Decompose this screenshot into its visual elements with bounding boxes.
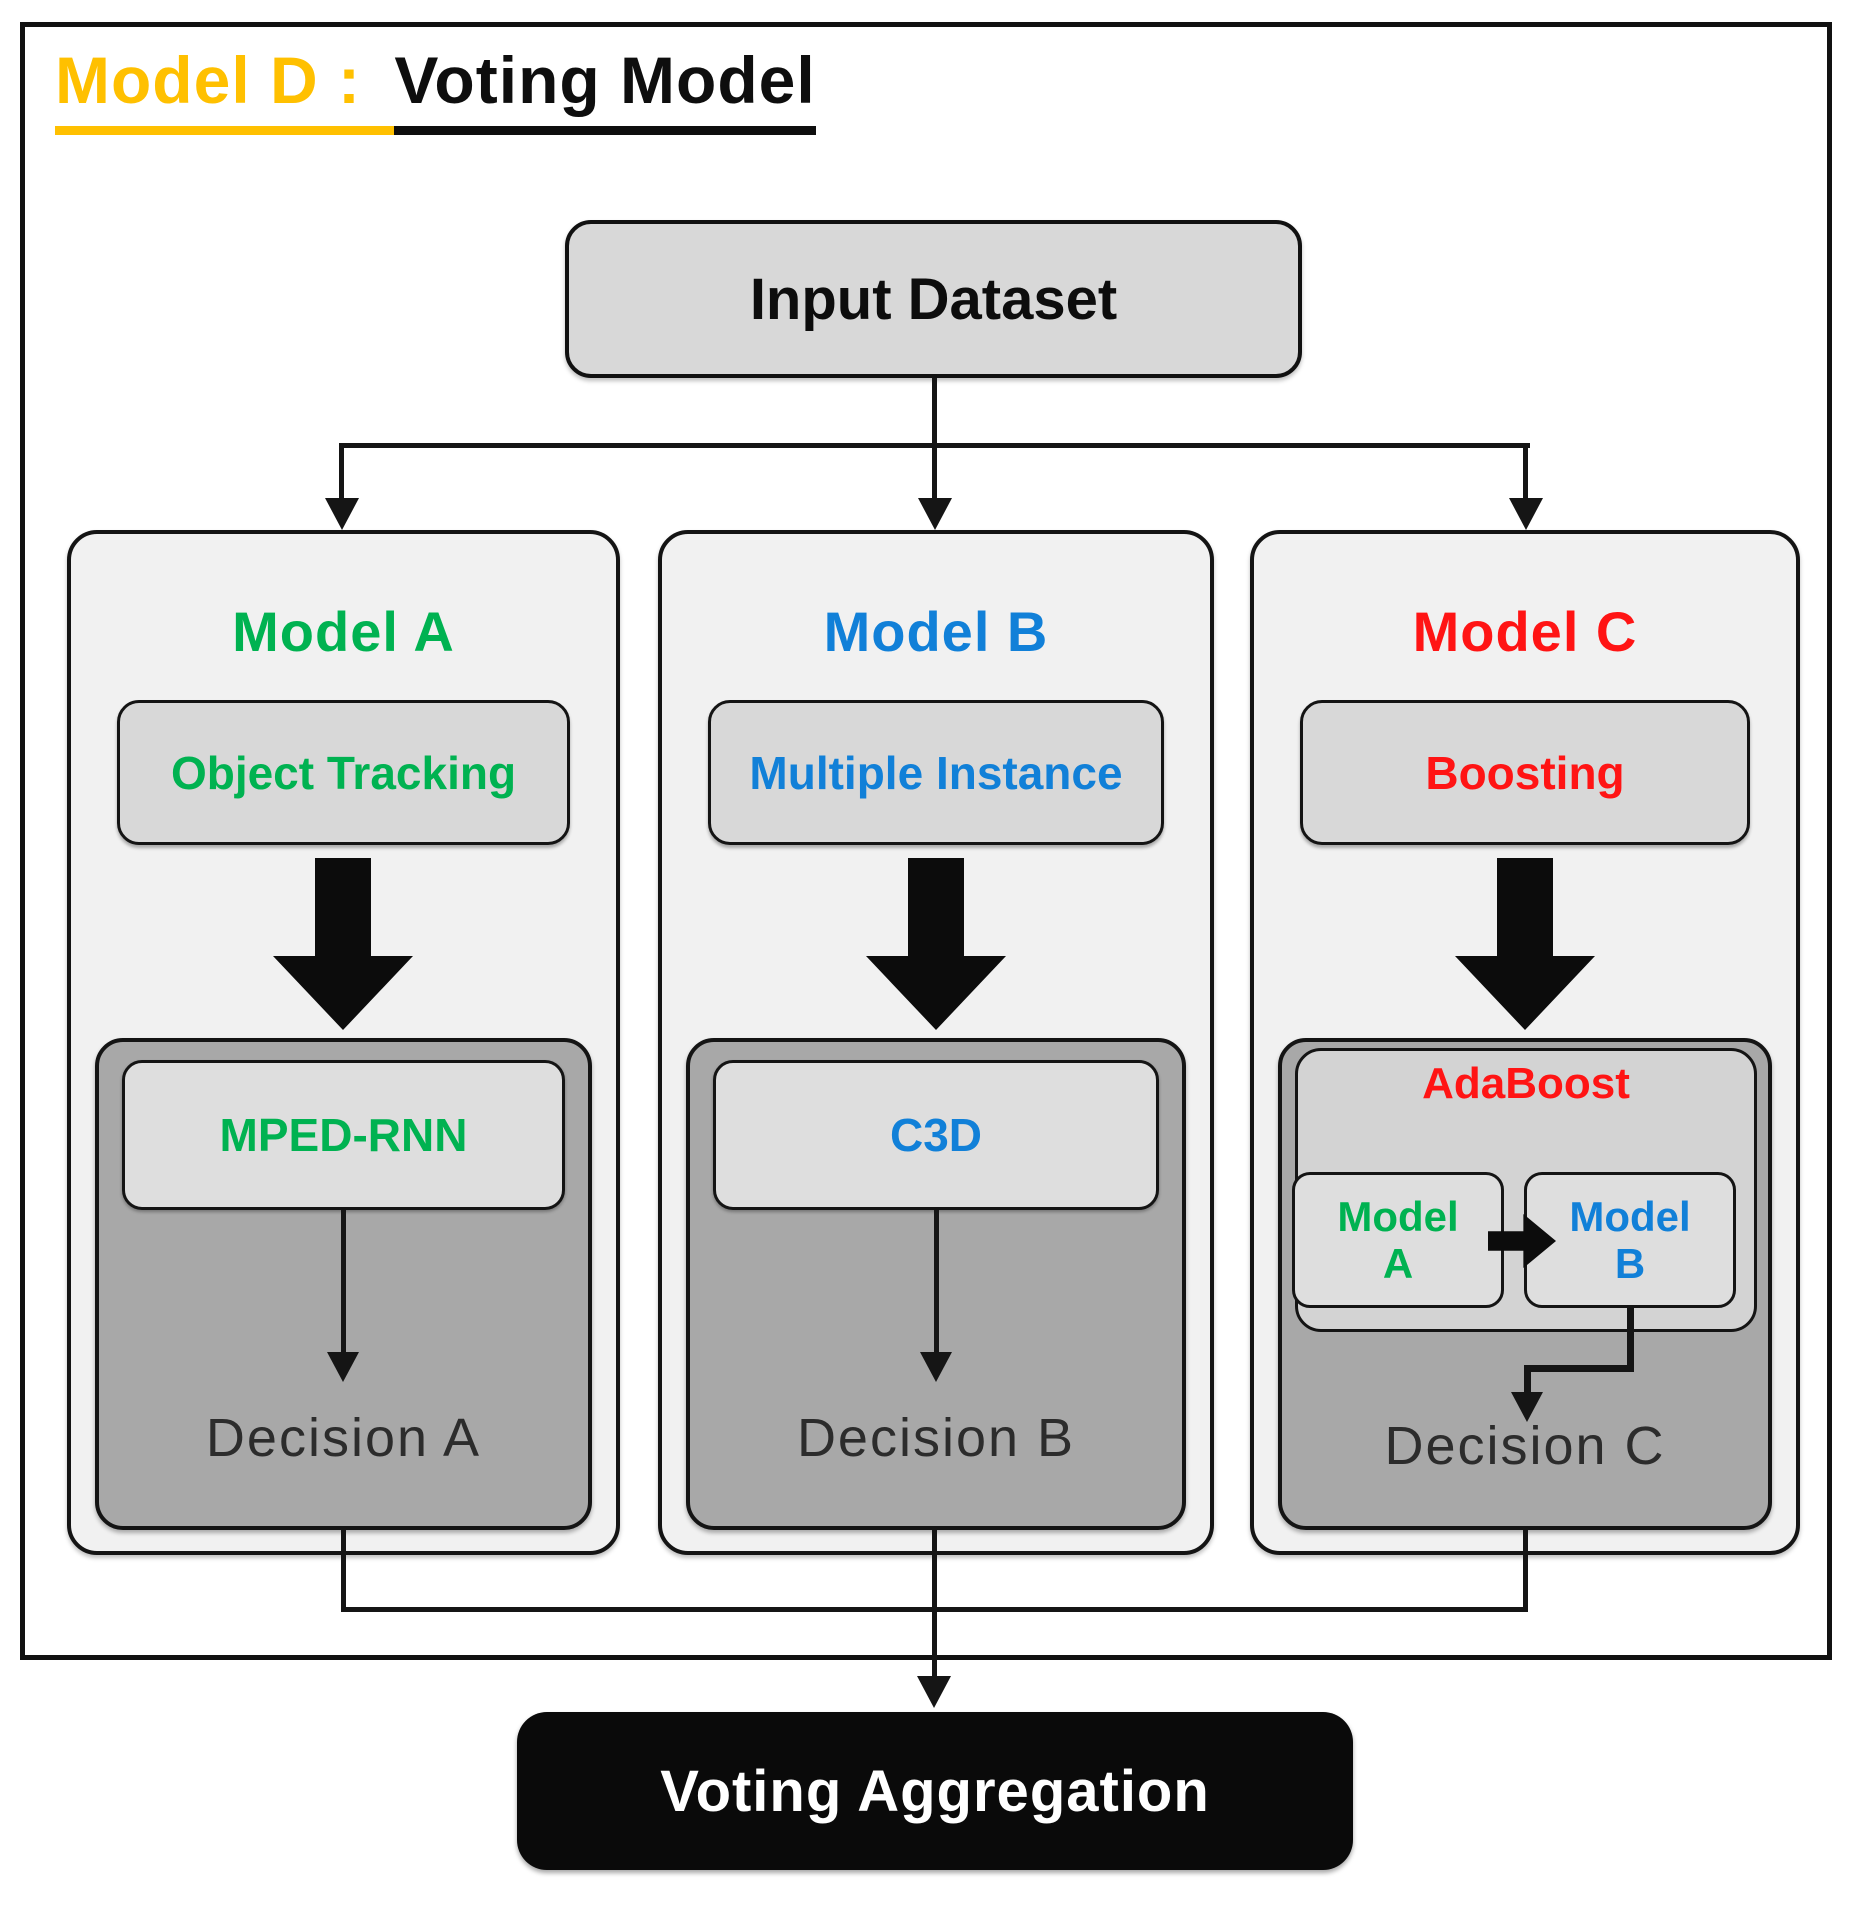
connector-branch-bus <box>339 443 1530 448</box>
diagram-title: Model D : Voting Model <box>55 42 816 135</box>
mped-rnn-label: MPED-RNN <box>219 1109 468 1161</box>
object-tracking-label: Object Tracking <box>170 746 517 799</box>
voting-aggregation-box: Voting Aggregation <box>517 1712 1353 1870</box>
arrowhead-decision-a <box>327 1352 359 1382</box>
arrowhead-into-model-c <box>1509 498 1543 530</box>
connector-input-drop <box>932 378 937 500</box>
title-model-d: Model D : <box>55 42 395 135</box>
arrowhead-into-model-a <box>325 498 359 530</box>
object-tracking-box: Object Tracking <box>117 700 570 845</box>
c3d-box: C3D <box>713 1060 1159 1210</box>
mped-rnn-box: MPED-RNN <box>122 1060 565 1210</box>
multiple-instance-box: Multiple Instance <box>708 700 1164 845</box>
connector-adaboost-out-drop <box>1524 1365 1531 1395</box>
adaboost-model-a-box: Model A <box>1292 1172 1504 1308</box>
boosting-label: Boosting <box>1425 746 1625 799</box>
input-dataset-label: Input Dataset <box>749 266 1118 332</box>
model-a-title: Model A <box>232 599 455 663</box>
connector-branch-c <box>1523 446 1528 500</box>
voting-aggregation-label: Voting Aggregation <box>660 1758 1210 1824</box>
connector-c3d-to-decision-b <box>934 1210 939 1354</box>
arrowhead-into-voting <box>917 1676 951 1708</box>
decision-a-label: Decision A <box>205 1408 482 1468</box>
arrowhead-into-model-b <box>918 498 952 530</box>
model-b-title: Model B <box>823 599 1049 663</box>
adaboost-model-b-box: Model B <box>1524 1172 1736 1308</box>
boosting-box: Boosting <box>1300 700 1750 845</box>
input-dataset-box: Input Dataset <box>565 220 1302 378</box>
connector-out-a <box>341 1528 346 1612</box>
title-voting-model: Voting Model <box>394 42 816 135</box>
connector-branch-a <box>339 446 344 500</box>
model-c-title: Model C <box>1412 599 1638 663</box>
adaboost-label: AdaBoost <box>1422 1059 1630 1108</box>
c3d-label: C3D <box>889 1109 983 1161</box>
connector-adaboost-out-horizontal <box>1524 1365 1634 1372</box>
decision-c-label: Decision C <box>1384 1416 1666 1476</box>
multiple-instance-label: Multiple Instance <box>749 746 1123 799</box>
arrowhead-decision-c <box>1511 1392 1543 1422</box>
arrowhead-decision-b <box>920 1352 952 1382</box>
connector-out-b <box>932 1528 937 1676</box>
connector-out-c <box>1523 1528 1528 1612</box>
connector-adaboost-out-vertical <box>1627 1308 1634 1372</box>
connector-mped-to-decision-a <box>341 1210 346 1354</box>
decision-b-label: Decision B <box>796 1408 1076 1468</box>
